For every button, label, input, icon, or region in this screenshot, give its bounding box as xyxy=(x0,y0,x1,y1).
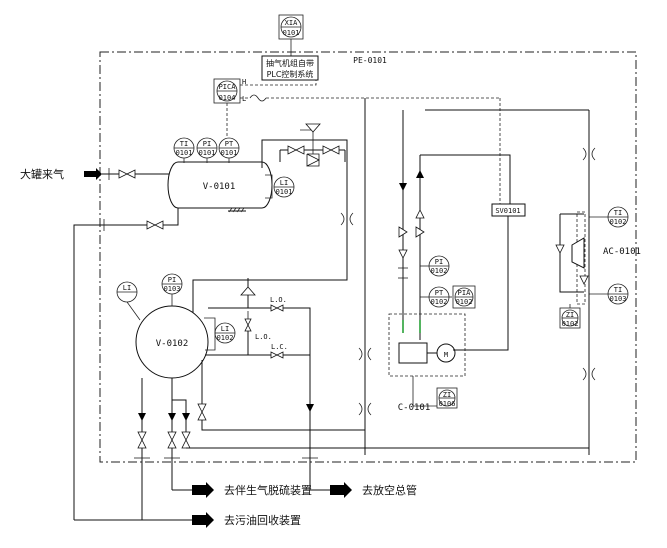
li-0101: LI 0101 xyxy=(273,176,295,198)
pi-0101-tag: PI xyxy=(203,140,211,148)
ti-0103-tag: TI xyxy=(614,286,622,294)
flow-arrow-2 xyxy=(416,170,424,178)
plc-note-line1: 抽气机组自带 xyxy=(266,58,314,68)
to-desulfurization-label: 去伴生气脱硫装置 xyxy=(224,483,312,497)
sv0101-label: SV0101 xyxy=(495,207,520,215)
zi-0102: ZI 0102 xyxy=(559,307,581,329)
drain-arrow-1 xyxy=(138,413,146,421)
ti-0101-number: 0101 xyxy=(176,149,193,157)
pt-0102-tag: PT xyxy=(435,289,444,297)
lc-note: L.C. xyxy=(271,343,288,351)
pica-tag: PICA xyxy=(219,83,237,91)
pi-0101: PI 0101 xyxy=(196,137,218,159)
pt-0102-number: 0102 xyxy=(431,298,448,306)
li-field: LI xyxy=(116,281,138,303)
to-vent-label: 去放空总管 xyxy=(362,483,417,497)
drain-valve-1 xyxy=(137,431,147,441)
xia-number: 0101 xyxy=(283,29,300,37)
li-field-tag: LI xyxy=(123,284,131,292)
package-boundary xyxy=(99,51,637,463)
ac0101-outlet-valve xyxy=(579,275,589,285)
ac0101-inlet-valve xyxy=(555,244,565,254)
inlet-valve xyxy=(118,169,128,179)
to-vent-arrow xyxy=(330,482,352,498)
c0101-skid xyxy=(388,313,466,377)
ti-0102: TI 0102 xyxy=(607,206,629,228)
bypass-valve-1 xyxy=(287,145,297,155)
pt-0102: PT 0102 xyxy=(428,286,450,308)
ti-0101-tag: TI xyxy=(180,140,188,148)
zi-0102-number: 0102 xyxy=(562,320,579,328)
package-boundary-label: PE-0101 xyxy=(353,56,387,65)
pi-0102-number: 0102 xyxy=(431,267,448,275)
pi-0101-number: 0101 xyxy=(199,149,216,157)
to-oil-recovery-arrow xyxy=(192,512,214,528)
ti-0101: TI 0101 xyxy=(173,137,195,159)
pt-0101-number: 0101 xyxy=(221,149,238,157)
plc-note-box xyxy=(261,55,319,81)
v0101-vessel xyxy=(167,161,273,209)
lo-valve-top xyxy=(270,304,278,312)
v0101-label: V-0101 xyxy=(203,182,236,192)
to-oil-recovery-label: 去污油回收装置 xyxy=(224,513,301,527)
inlet-label: 大罐来气 xyxy=(20,167,64,181)
li-0101-tag: LI xyxy=(280,179,288,187)
psv-valve xyxy=(240,286,256,296)
drain-valve-2 xyxy=(167,431,177,441)
drain-valve-3 xyxy=(181,439,191,449)
pia-0102: PIA 0102 xyxy=(452,285,476,309)
pica-high-mark: H xyxy=(242,78,246,86)
li-0102-tag: LI xyxy=(221,325,229,333)
zi-0106-tag: ZI xyxy=(443,391,451,399)
li-0101-number: 0101 xyxy=(276,188,293,196)
pt-0101: PT 0101 xyxy=(218,137,240,159)
inlet-arrow xyxy=(84,168,102,180)
pi-0102-tag: PI xyxy=(435,258,443,266)
xia-instrument: XIA 0101 xyxy=(278,14,304,40)
lo-valve-mid xyxy=(244,318,252,326)
c0101-motor xyxy=(436,343,456,363)
ti-0102-tag: TI xyxy=(614,209,622,217)
pi-0103-tag: PI xyxy=(168,276,176,284)
to-desulfurization-arrow xyxy=(192,482,214,498)
pica-number: 0104 xyxy=(219,94,236,102)
zi-0106-number: 0106 xyxy=(439,400,456,408)
ac0101-label: AC-0101 xyxy=(603,247,641,257)
pica-low-mark: L xyxy=(242,95,246,103)
motor-label: M xyxy=(444,351,448,359)
lo-mid-note: L.O. xyxy=(255,333,272,341)
xia-tag: XIA xyxy=(285,19,298,27)
pia-0102-number: 0102 xyxy=(456,298,473,306)
flow-arrow-1 xyxy=(399,183,407,191)
ti-0102-number: 0102 xyxy=(610,218,627,226)
lo-top-note: L.O. xyxy=(270,296,287,304)
pt-0101-tag: PT xyxy=(225,140,234,148)
v0102-label: V-0102 xyxy=(156,339,189,349)
pia-0102-tag: PIA xyxy=(458,289,471,297)
c0101-compressor xyxy=(398,342,428,364)
ti-0103-number: 0103 xyxy=(610,295,627,303)
compressor-suction-valve xyxy=(398,226,408,238)
ac0101-cooler xyxy=(571,237,585,269)
pi-0103: PI 0103 xyxy=(161,273,183,295)
bypass-valve-2 xyxy=(322,145,332,155)
pi-0102: PI 0102 xyxy=(428,255,450,277)
control-valve xyxy=(306,153,320,167)
li-0102: LI 0102 xyxy=(214,322,236,344)
zi-0102-tag: ZI xyxy=(566,311,574,319)
li-0102-number: 0102 xyxy=(217,334,234,342)
zi-0106: ZI 0106 xyxy=(436,387,458,409)
pica-instrument: PICA 0104 xyxy=(213,78,241,104)
c0101-label: C-0101 xyxy=(398,403,431,413)
lc-valve xyxy=(270,351,278,359)
ti-0103: TI 0103 xyxy=(607,283,629,305)
plc-note-line2: PLC控制系统 xyxy=(267,69,314,79)
pi-0103-number: 0103 xyxy=(164,285,181,293)
v0101-drain-valve xyxy=(146,220,156,230)
